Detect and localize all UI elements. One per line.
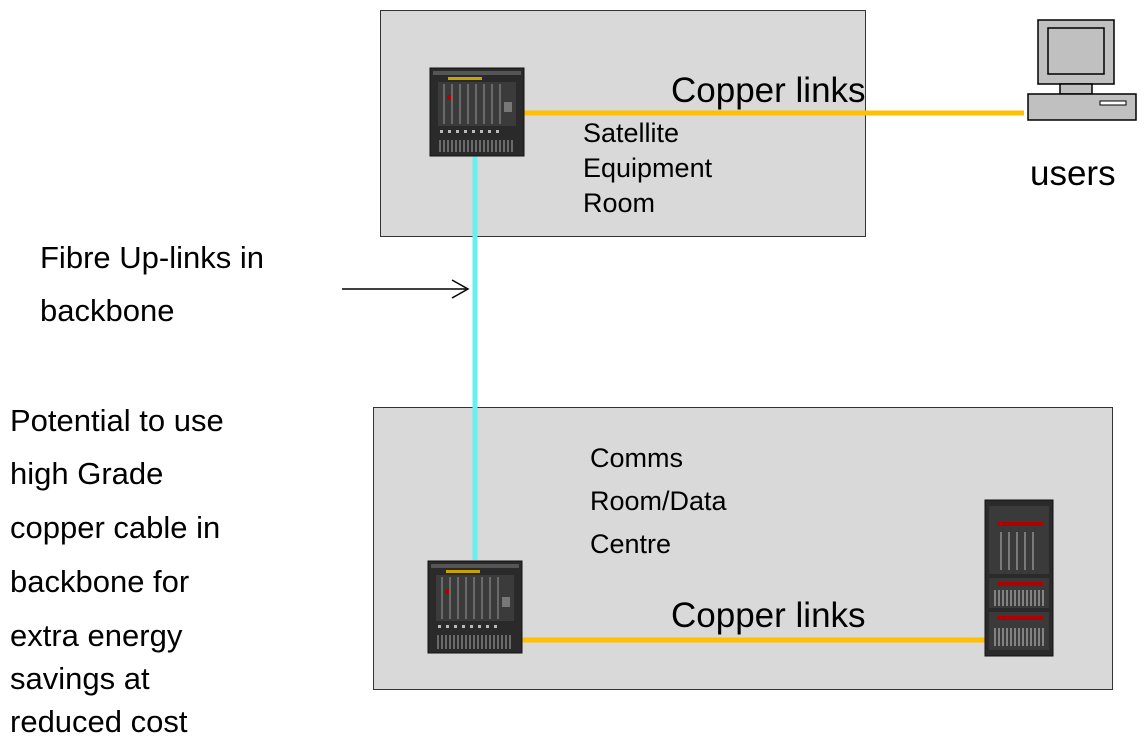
note-line-4: backbone for — [10, 564, 190, 599]
switch-chassis-icon — [427, 560, 523, 654]
comms-room-label-line-1: Comms — [590, 443, 683, 473]
satellite-room-label-line-3: Room — [583, 188, 656, 218]
users-label: users — [1030, 154, 1116, 193]
computer-icon — [1027, 19, 1137, 121]
copper-links-label-bottom: Copper links — [671, 596, 866, 635]
copper-links-label-top: Copper links — [671, 71, 866, 110]
note-line-5: extra energy — [10, 618, 183, 653]
note-line-1: Potential to use — [10, 403, 224, 438]
satellite-room-label-line-1: Satellite — [583, 118, 680, 148]
note-line-6: savings at — [10, 661, 150, 696]
note-line-7: reduced cost — [10, 704, 188, 739]
note-line-3: copper cable in — [10, 510, 221, 545]
comms-room-label-line-2: Room/Data — [590, 486, 727, 516]
server-rack-icon — [984, 499, 1054, 657]
switch-chassis-icon — [429, 67, 525, 157]
fibre-uplinks-label-line-1: Fibre Up-links in — [40, 240, 264, 275]
comms-room-label-line-3: Centre — [590, 529, 672, 559]
note-line-2: high Grade — [10, 456, 164, 491]
satellite-room-label-line-2: Equipment — [583, 153, 713, 183]
fibre-uplinks-label-line-2: backbone — [40, 293, 175, 328]
arrow-icon — [342, 279, 470, 299]
